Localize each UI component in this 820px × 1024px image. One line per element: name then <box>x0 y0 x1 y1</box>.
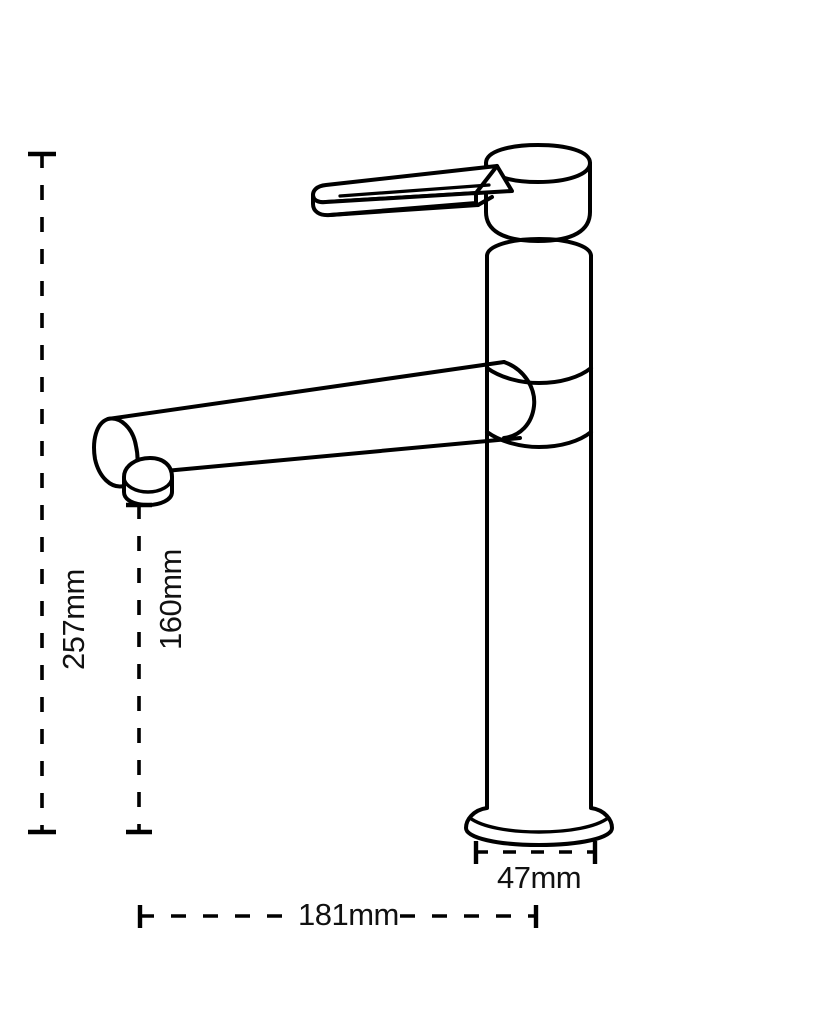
dimension-spout-height <box>126 502 152 835</box>
handle-cap <box>484 143 592 243</box>
dimension-base-diameter <box>473 841 598 864</box>
body-column <box>485 430 593 814</box>
dimension-lines <box>28 151 598 928</box>
base-flange <box>464 806 614 847</box>
faucet-outline <box>92 143 614 847</box>
dimension-label-spout-reach: 181mm <box>298 897 399 932</box>
dimension-label-overall-height: 257mm <box>56 569 91 670</box>
dimension-label-base-diameter: 47mm <box>497 860 582 895</box>
aerator <box>122 456 174 507</box>
upper-collar <box>485 237 593 449</box>
dimension-spout-reach <box>137 905 539 928</box>
dimension-overall-height <box>28 151 56 835</box>
dimension-label-spout-height: 160mm <box>153 549 188 650</box>
spout-tube <box>92 360 537 489</box>
handle-lever <box>311 164 514 218</box>
